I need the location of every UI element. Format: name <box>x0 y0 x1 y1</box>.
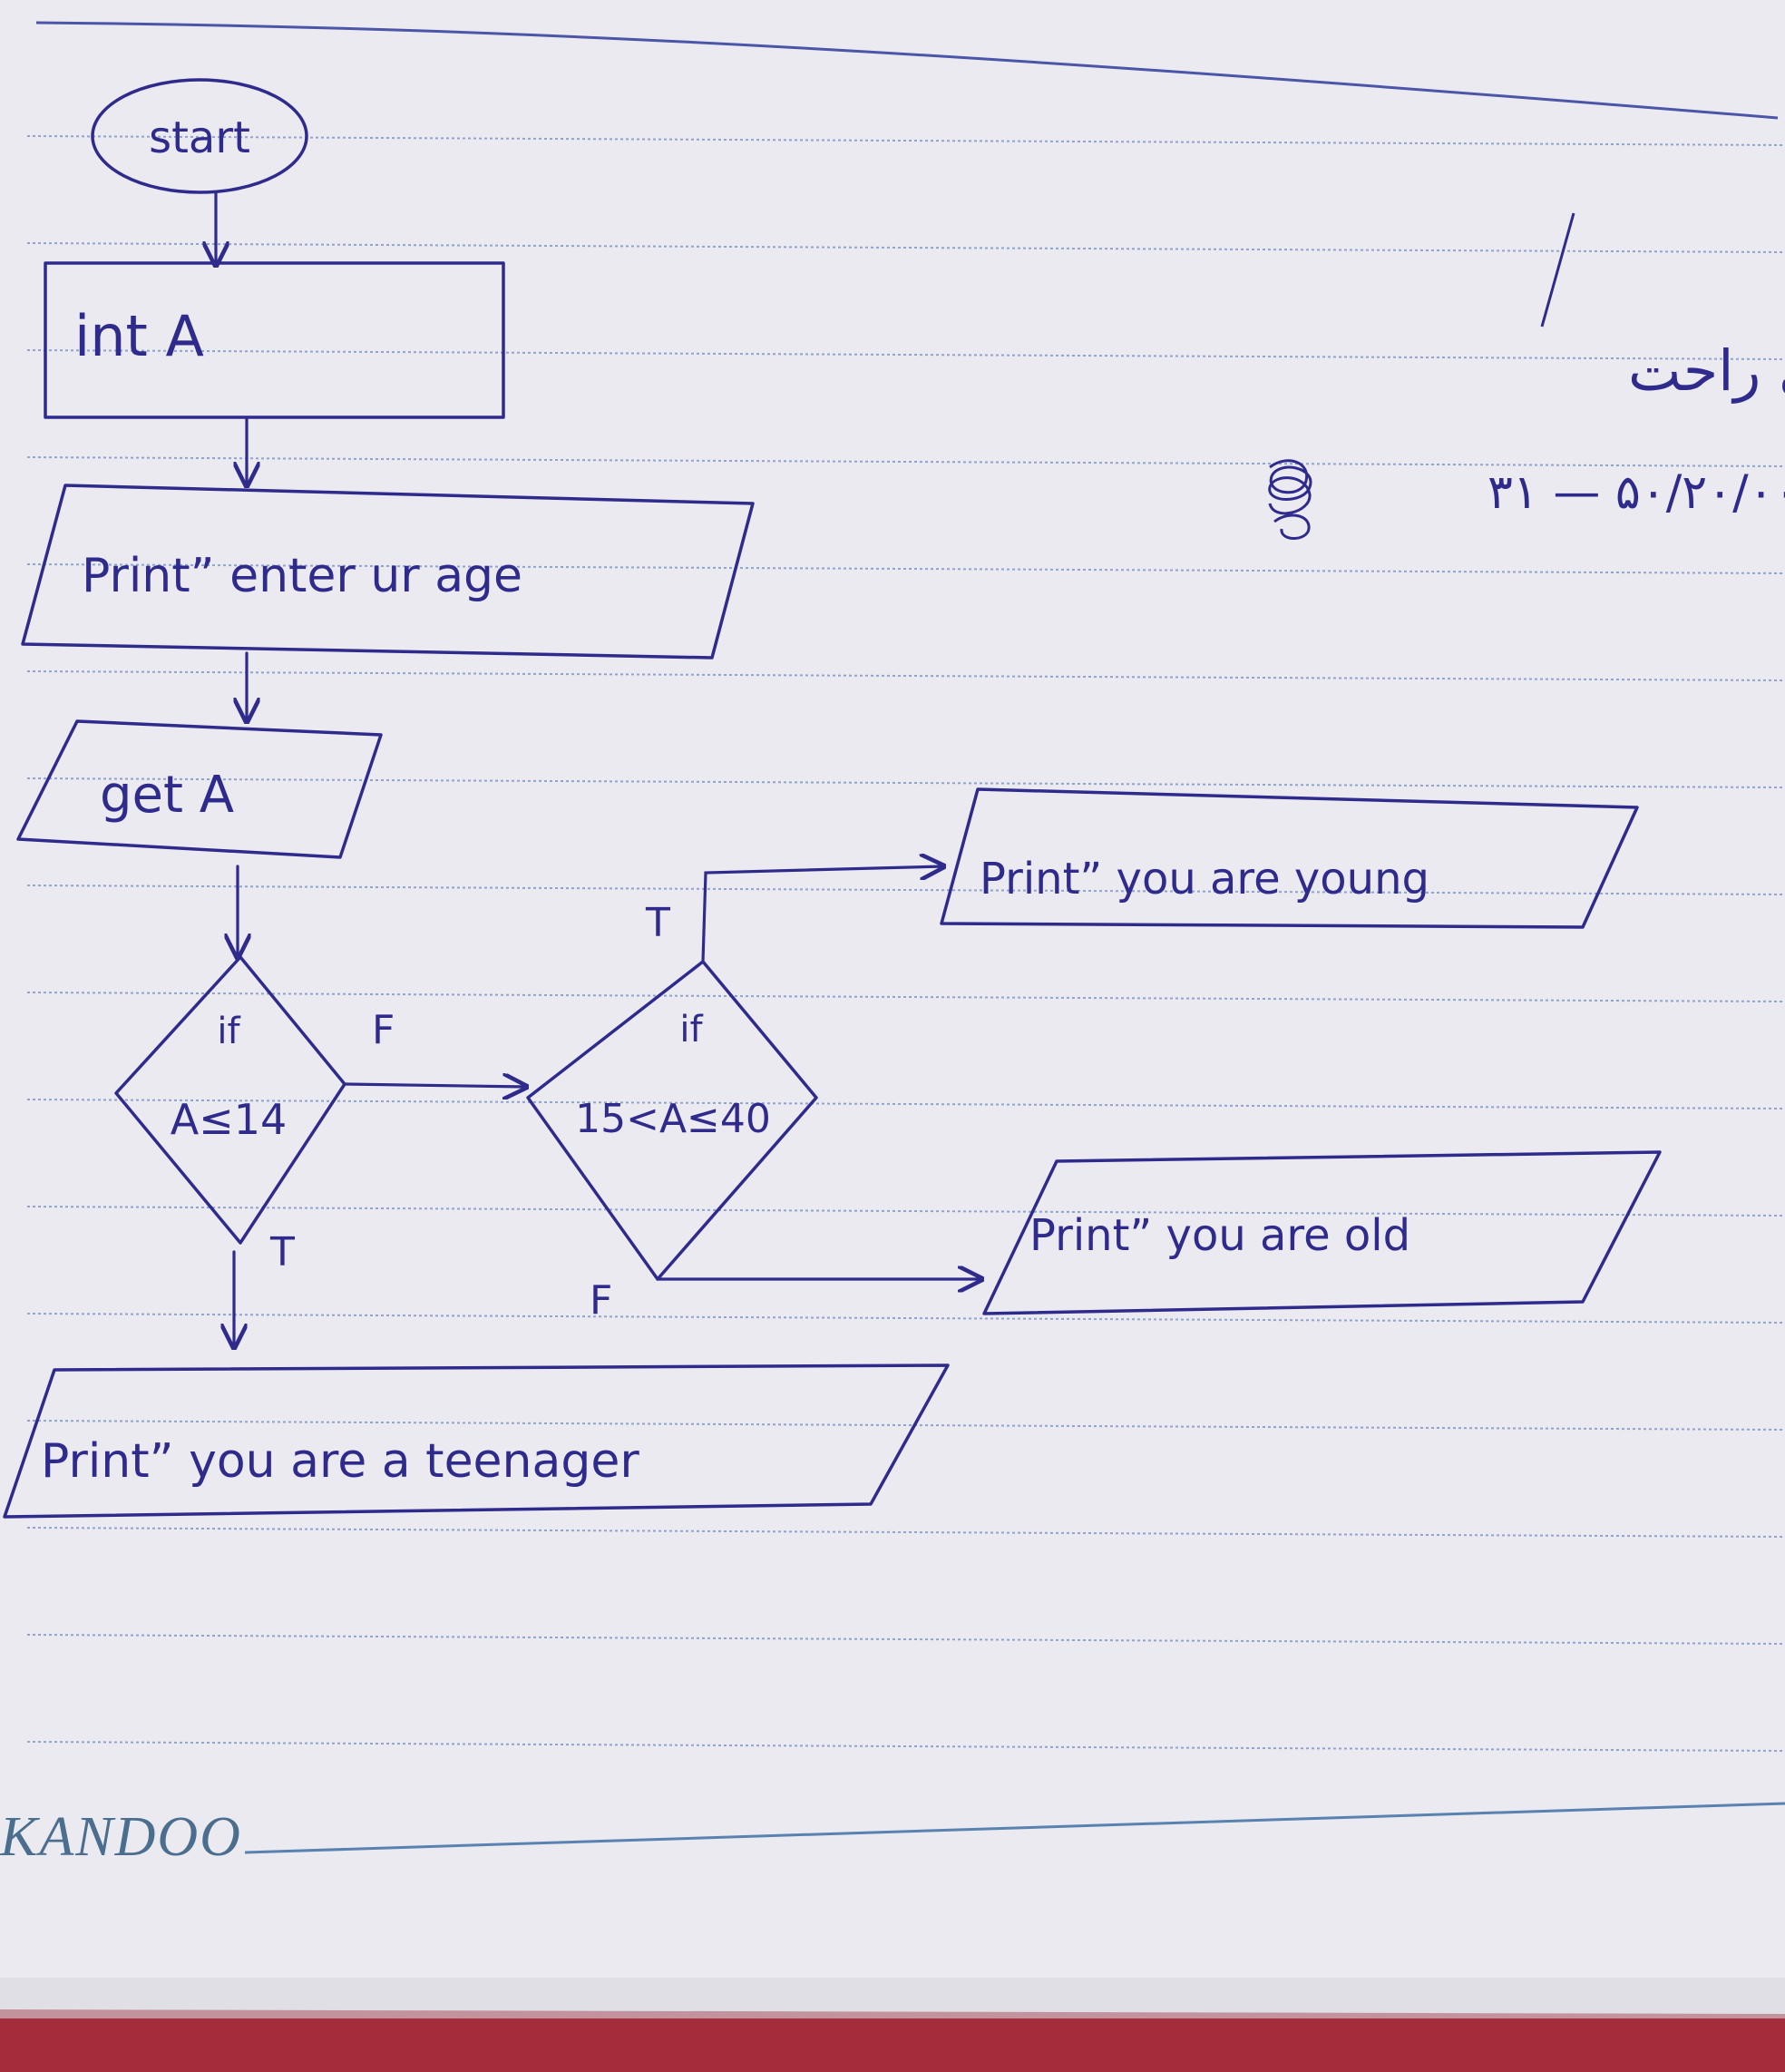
ruled-lines <box>26 135 1785 1752</box>
ruled-line <box>26 563 1785 574</box>
decision1-false-label: F <box>372 1007 395 1053</box>
decision1-condition: A≤14 <box>171 1095 288 1144</box>
declare-label: int A <box>74 303 204 369</box>
ruled-line <box>26 1313 1785 1324</box>
ruled-line <box>26 885 1785 895</box>
input-io <box>16 719 383 859</box>
input-label: get A <box>100 766 234 825</box>
decision1-keyword: if <box>217 1011 240 1052</box>
ruled-line <box>26 670 1785 681</box>
arrow-decision2-true <box>701 866 943 963</box>
decision2-true-label: T <box>645 900 670 946</box>
ruled-line <box>26 1634 1785 1645</box>
scribble <box>1268 459 1312 540</box>
decision2-false-label: F <box>590 1277 612 1324</box>
decision1-true-label: T <box>269 1229 295 1275</box>
arrow-decision1-false <box>343 1084 526 1087</box>
footer-rule <box>244 1802 1785 1854</box>
decision-1-diamond <box>114 955 346 1245</box>
page-bottom-shadow <box>0 1978 1785 2018</box>
ruled-line <box>26 1741 1785 1752</box>
prompt-io <box>21 484 755 660</box>
notebook-brand: KANDOO <box>0 1806 242 1868</box>
ruled-line <box>26 777 1785 788</box>
old-output-io <box>982 1150 1662 1315</box>
ruled-line <box>26 1099 1785 1109</box>
teen-output-io <box>3 1363 950 1519</box>
teen-output-label: Print” you are a teenager <box>41 1434 639 1489</box>
old-output-label: Print” you are old <box>1029 1210 1410 1261</box>
notebook-page <box>0 0 1785 2014</box>
declare-process <box>44 261 505 419</box>
decision2-condition: 15<A≤40 <box>575 1096 771 1142</box>
author-name: نفيسه الماسی راحت <box>1628 337 1785 404</box>
ruled-line <box>26 1206 1785 1217</box>
top-margin-line <box>35 21 1779 120</box>
date-note: سه شنبه ۱۴۰۰/۰۲/۰۵ — ۱۳ <box>1488 465 1785 520</box>
ruled-line <box>26 242 1785 253</box>
decision2-keyword: if <box>679 1009 703 1051</box>
young-output-io <box>940 787 1639 929</box>
start-label: start <box>149 112 250 163</box>
young-output-label: Print” you are young <box>980 854 1429 904</box>
ruled-line <box>26 135 1785 146</box>
ruled-line <box>26 992 1785 1002</box>
ruled-line <box>26 456 1785 467</box>
ruled-line <box>26 1420 1785 1431</box>
ruled-line <box>26 1527 1785 1538</box>
start-terminal <box>91 78 308 194</box>
ruled-line <box>26 349 1785 360</box>
prompt-label: Print” enter ur age <box>82 549 522 603</box>
annotation-stroke <box>1540 212 1575 327</box>
